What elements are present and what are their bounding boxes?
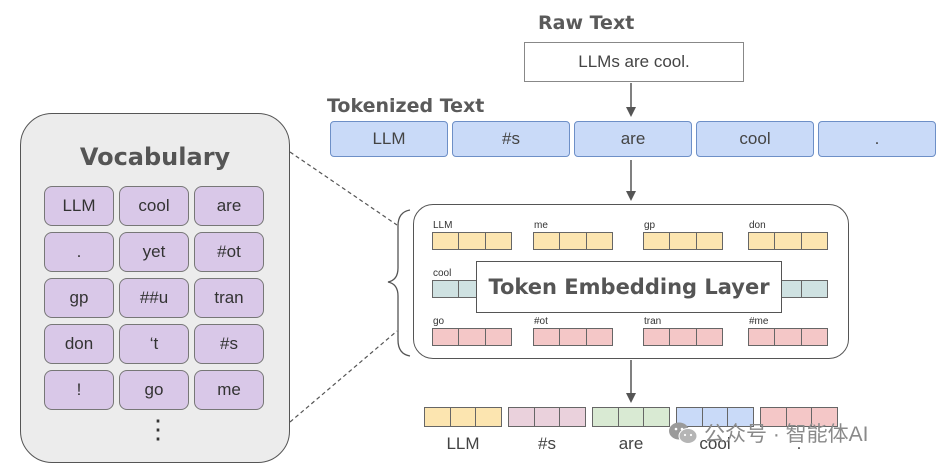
zoom-line-bottom [289, 330, 398, 423]
vocab-cell: go [119, 370, 189, 410]
embedding-label: #ot [534, 316, 548, 327]
raw-text-heading: Raw Text [538, 12, 635, 34]
embedding-vector [748, 328, 828, 346]
embedding-vector [533, 232, 613, 250]
embedding-vector [643, 232, 723, 250]
embedding-label: LLM [433, 220, 453, 231]
embedding-label: tran [644, 316, 662, 327]
vocab-cell: LLM [44, 186, 114, 226]
output-vector-are [592, 407, 671, 427]
embedding-label: me [534, 220, 548, 231]
vocab-cell: yet [119, 232, 189, 272]
embedding-vector [432, 328, 512, 346]
embedding-label: don [749, 220, 766, 231]
vocab-cell: #s [194, 324, 264, 364]
token-s: #s [452, 121, 570, 157]
vocab-cell: are [194, 186, 264, 226]
embedding-layer-title: Token Embedding Layer [476, 261, 782, 313]
token-llm: LLM [330, 121, 448, 157]
vocab-cell: me [194, 370, 264, 410]
vocabulary-title: Vocabulary [79, 143, 231, 171]
output-label-cool: cool [699, 434, 731, 453]
output-label-s: #s [538, 434, 556, 453]
embedding-vector [643, 328, 723, 346]
vocab-cell: ‘t [119, 324, 189, 364]
embedding-label: go [433, 316, 445, 327]
curly-brace [387, 209, 411, 357]
vocab-cell: . [44, 232, 114, 272]
vocab-cell: ##u [119, 278, 189, 318]
output-vector-llm [424, 407, 503, 427]
zoom-line-top [289, 151, 398, 226]
token-are: are [574, 121, 692, 157]
watermark: 公众号 · 智能体AI [668, 418, 869, 448]
vocab-cell: cool [119, 186, 189, 226]
watermark-text: 公众号 · 智能体AI [704, 423, 869, 446]
vocab-cell: don [44, 324, 114, 364]
output-label-are: are [618, 434, 644, 453]
vocab-cell: ! [44, 370, 114, 410]
vocab-cell: #ot [194, 232, 264, 272]
output-vector-s [508, 407, 587, 427]
token-cool: cool [696, 121, 814, 157]
output-label-period: . [796, 434, 802, 453]
vocab-cell: gp [44, 278, 114, 318]
embedding-label: cool [433, 268, 452, 279]
embedding-vector [533, 328, 613, 346]
vocab-more-ellipsis: ⋮ [145, 414, 171, 444]
output-vector-cool [676, 407, 755, 427]
embedding-vector [432, 232, 512, 250]
tokenized-text-heading: Tokenized Text [327, 95, 485, 117]
output-label-llm: LLM [446, 434, 480, 453]
embedding-label: #me [749, 316, 769, 327]
token-period: . [818, 121, 936, 157]
embedding-label: gp [644, 220, 656, 231]
embedding-vector [748, 232, 828, 250]
wechat-icon [669, 422, 698, 444]
raw-text-box: LLMs are cool. [524, 42, 744, 82]
vocab-cell: tran [194, 278, 264, 318]
output-vector-period [760, 407, 839, 427]
